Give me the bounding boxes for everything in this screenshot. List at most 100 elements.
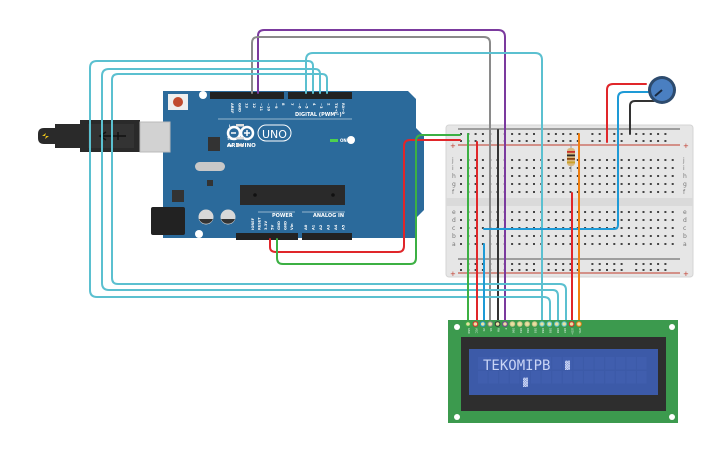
breadboard-hole[interactable] [533, 133, 535, 135]
breadboard-hole[interactable] [554, 167, 557, 169]
breadboard-hole[interactable] [576, 183, 579, 185]
breadboard-hole[interactable] [481, 183, 484, 185]
breadboard-hole[interactable] [554, 175, 557, 177]
breadboard-hole[interactable] [474, 269, 477, 271]
breadboard-hole[interactable] [562, 175, 565, 177]
breadboard-hole[interactable] [598, 191, 601, 193]
breadboard-hole[interactable] [598, 211, 601, 213]
breadboard-hole[interactable] [460, 167, 462, 169]
breadboard-hole[interactable] [642, 263, 645, 265]
breadboard-hole[interactable] [584, 183, 587, 185]
lcd-pin[interactable] [539, 321, 545, 327]
breadboard-hole[interactable] [598, 133, 601, 135]
breadboard-hole[interactable] [518, 269, 521, 271]
breadboard-hole[interactable] [481, 211, 484, 213]
breadboard-hole[interactable] [657, 269, 660, 271]
breadboard-hole[interactable] [642, 159, 645, 161]
lcd-pin[interactable] [480, 321, 486, 327]
breadboard-hole[interactable] [635, 269, 638, 271]
breadboard-hole[interactable] [584, 211, 587, 213]
breadboard-hole[interactable] [525, 159, 528, 161]
breadboard-hole[interactable] [642, 269, 645, 271]
breadboard-hole[interactable] [664, 175, 667, 177]
breadboard-hole[interactable] [591, 191, 594, 193]
breadboard-hole[interactable] [554, 140, 557, 142]
breadboard-hole[interactable] [642, 167, 645, 169]
breadboard-hole[interactable] [635, 159, 638, 161]
breadboard-hole[interactable] [481, 133, 484, 135]
breadboard-hole[interactable] [606, 263, 608, 265]
breadboard-hole[interactable] [642, 235, 645, 237]
breadboard-hole[interactable] [649, 183, 652, 185]
breadboard-hole[interactable] [649, 227, 652, 229]
breadboard-hole[interactable] [525, 211, 528, 213]
breadboard-hole[interactable] [474, 219, 477, 221]
breadboard-hole[interactable] [547, 191, 550, 193]
breadboard-hole[interactable] [554, 211, 557, 213]
lcd-pin[interactable] [568, 321, 575, 327]
breadboard-hole[interactable] [576, 235, 579, 237]
breadboard-hole[interactable] [481, 219, 484, 221]
wire-black[interactable] [629, 100, 655, 135]
breadboard-hole[interactable] [525, 175, 528, 177]
breadboard-hole[interactable] [518, 219, 521, 221]
breadboard-hole[interactable] [460, 269, 462, 271]
breadboard-hole[interactable] [584, 159, 587, 161]
breadboard-hole[interactable] [649, 140, 652, 142]
breadboard-hole[interactable] [554, 269, 557, 271]
breadboard-hole[interactable] [533, 191, 535, 193]
breadboard-hole[interactable] [671, 159, 674, 161]
breadboard-hole[interactable] [547, 235, 550, 237]
breadboard-hole[interactable] [613, 269, 616, 271]
breadboard-hole[interactable] [620, 133, 623, 135]
breadboard-hole[interactable] [569, 211, 572, 213]
breadboard-hole[interactable] [584, 219, 587, 221]
breadboard-hole[interactable] [584, 167, 587, 169]
breadboard-hole[interactable] [627, 219, 630, 221]
breadboard-hole[interactable] [598, 243, 601, 245]
breadboard-hole[interactable] [598, 167, 601, 169]
breadboard-hole[interactable] [460, 227, 462, 229]
breadboard-hole[interactable] [620, 211, 623, 213]
breadboard-hole[interactable] [613, 159, 616, 161]
breadboard-hole[interactable] [613, 243, 616, 245]
breadboard-hole[interactable] [460, 235, 462, 237]
wire-blue[interactable] [483, 91, 649, 230]
breadboard-hole[interactable] [554, 243, 557, 245]
breadboard-hole[interactable] [511, 133, 514, 135]
lcd-pin[interactable] [554, 321, 560, 327]
breadboard-hole[interactable] [562, 211, 565, 213]
breadboard-hole[interactable] [533, 167, 535, 169]
breadboard-hole[interactable] [474, 211, 477, 213]
breadboard-hole[interactable] [649, 133, 652, 135]
breadboard-hole[interactable] [569, 243, 572, 245]
breadboard-hole[interactable] [598, 263, 601, 265]
breadboard-hole[interactable] [525, 167, 528, 169]
breadboard-hole[interactable] [671, 227, 674, 229]
breadboard-hole[interactable] [518, 211, 521, 213]
breadboard-hole[interactable] [649, 191, 652, 193]
wire-green[interactable] [276, 134, 461, 265]
breadboard-hole[interactable] [657, 263, 660, 265]
breadboard-hole[interactable] [511, 263, 514, 265]
breadboard-hole[interactable] [481, 263, 484, 265]
breadboard-hole[interactable] [635, 235, 638, 237]
breadboard-hole[interactable] [576, 263, 579, 265]
breadboard-hole[interactable] [664, 159, 667, 161]
breadboard-hole[interactable] [591, 183, 594, 185]
breadboard-hole[interactable] [606, 191, 608, 193]
breadboard-hole[interactable] [460, 183, 462, 185]
breadboard-hole[interactable] [591, 235, 594, 237]
breadboard-hole[interactable] [474, 167, 477, 169]
breadboard-hole[interactable] [569, 133, 572, 135]
breadboard-hole[interactable] [606, 175, 608, 177]
lcd-pin[interactable] [472, 321, 479, 327]
breadboard-hole[interactable] [511, 183, 514, 185]
breadboard-hole[interactable] [613, 211, 616, 213]
lcd-pin[interactable] [494, 321, 501, 327]
breadboard-hole[interactable] [547, 133, 550, 135]
lcd-pin[interactable] [465, 321, 471, 327]
breadboard-hole[interactable] [664, 211, 667, 213]
